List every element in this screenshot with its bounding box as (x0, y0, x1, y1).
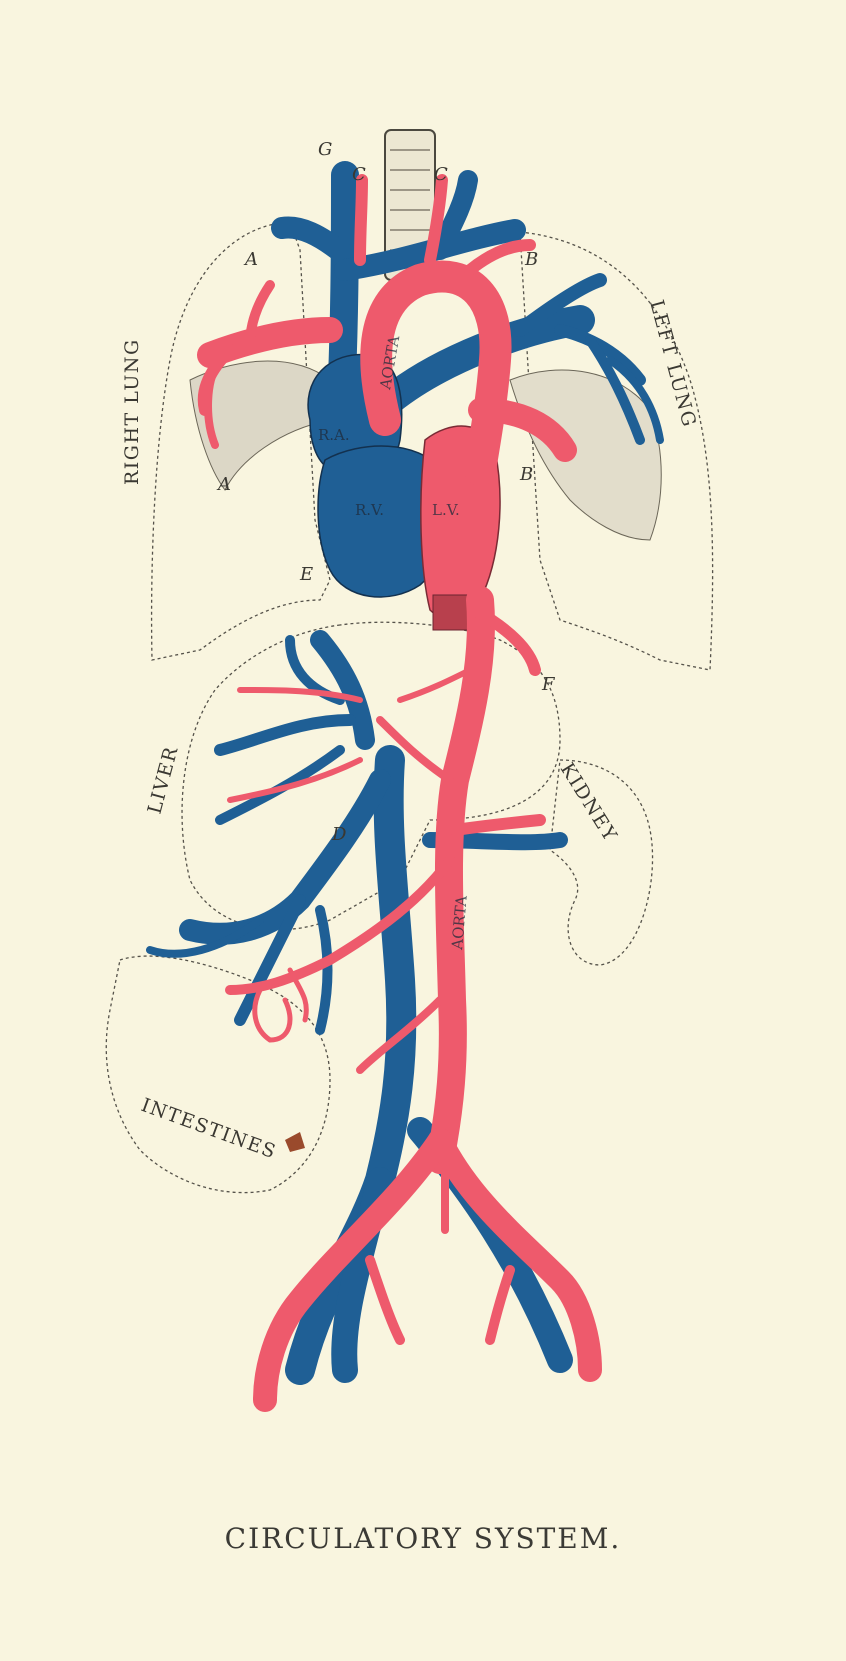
right-lung-label: RIGHT LUNG (121, 338, 143, 485)
letter-g: G (318, 139, 332, 160)
letter-d: D (331, 824, 347, 845)
letter-a-top: A (243, 249, 258, 270)
mesenteric-vein-2 (320, 910, 328, 1030)
portal-vein (190, 780, 380, 934)
letter-c-left: C (352, 164, 366, 185)
figure-caption: CIRCULATORY SYSTEM. (0, 1522, 846, 1555)
letter-c-right: C (434, 164, 448, 185)
right-atrium-label: R.A. (318, 426, 350, 444)
kidney-label: KIDNEY (556, 759, 622, 846)
letter-b-bottom: B (519, 464, 533, 485)
aorta-bottom-label: AORTA (448, 895, 471, 952)
hepatic-artery-branch-3 (400, 670, 470, 700)
intestines-label: INTESTINES (138, 1094, 279, 1163)
carotid-left (360, 180, 362, 260)
internal-iliac-right (370, 1260, 400, 1340)
letter-f: F (541, 674, 556, 695)
renal-artery (455, 820, 540, 830)
letter-b-top: B (524, 249, 538, 270)
letter-e: E (299, 564, 313, 585)
right-ventricle-label: R.V. (355, 501, 384, 519)
left-ventricle-label: L.V. (432, 501, 460, 519)
internal-iliac-left (490, 1270, 510, 1340)
liver-branch-3 (220, 750, 340, 820)
intestines-outline (106, 956, 330, 1193)
letter-a-bottom: A (216, 474, 231, 495)
stain-mark (285, 1132, 305, 1152)
arcade-1 (255, 990, 290, 1040)
liver-branch-1 (220, 720, 350, 750)
left-lung-tissue (510, 370, 661, 540)
liver-label: LIVER (144, 743, 183, 816)
kidney-outline (550, 760, 653, 965)
